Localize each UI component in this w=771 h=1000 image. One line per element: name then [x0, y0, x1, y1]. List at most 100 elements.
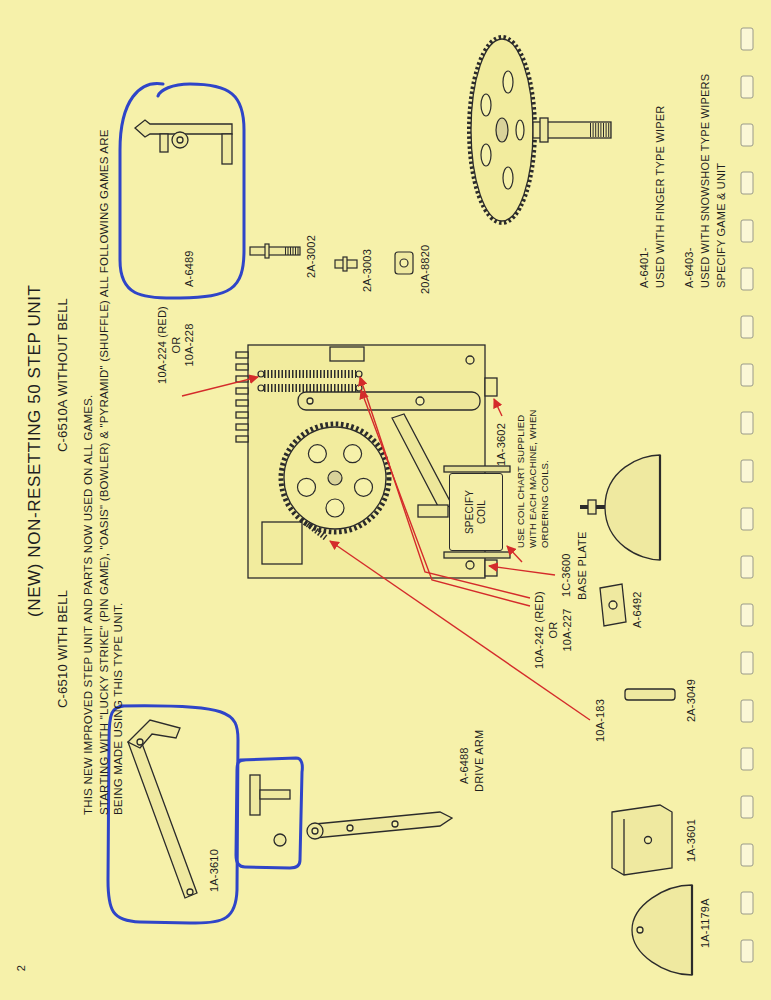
note-text: THIS NEW IMPROVED STEP UNIT AND PARTS NO…	[81, 395, 95, 815]
hand-drawn-mark	[108, 706, 238, 923]
note-text: OR	[547, 622, 561, 639]
node-text-stack: SPECIFY COIL	[464, 481, 488, 543]
binder-tab	[741, 172, 753, 194]
lever	[177, 137, 183, 143]
stud	[250, 244, 413, 274]
coil-body: SPECIFY COIL	[449, 473, 503, 551]
bell	[605, 455, 660, 560]
base-plate	[466, 356, 474, 364]
base-plate	[485, 378, 497, 396]
lever	[128, 738, 197, 898]
angle-bracket	[623, 819, 624, 875]
drive-arm	[250, 775, 452, 846]
part-name: DRIVE ARM	[473, 730, 487, 792]
binder-tab	[741, 268, 753, 290]
spring	[264, 384, 356, 392]
ratchet-gear	[281, 424, 389, 532]
stud	[395, 252, 413, 274]
base-plate	[236, 424, 248, 430]
pin	[625, 689, 675, 700]
step-lever	[298, 392, 480, 410]
page-number: 2	[15, 965, 29, 971]
angle-bracket	[612, 805, 672, 875]
model-number: C-6510 WITH BELL	[55, 590, 71, 708]
binder-tab	[741, 940, 753, 962]
binder-tab	[741, 556, 753, 578]
bell	[632, 885, 692, 975]
wiper-gear	[590, 123, 611, 137]
part-number: 2A-3003	[361, 249, 375, 292]
part-number: A-6492	[631, 591, 645, 628]
leader-line	[489, 566, 555, 575]
binder-tab	[741, 76, 753, 98]
page-title: (NEW) NON-RESETTING 50 STEP UNIT	[24, 285, 45, 617]
bracket	[600, 584, 626, 626]
bell	[637, 927, 643, 933]
part-number: 10A-224 (RED)	[156, 306, 170, 384]
step-lever	[307, 398, 313, 404]
drive-arm	[250, 775, 260, 815]
binder-tab	[741, 316, 753, 338]
wiper-gear	[503, 167, 513, 189]
part-number: 10A-227	[561, 609, 575, 652]
part-number: A-6401-	[638, 247, 652, 288]
part-name: BASE PLATE	[576, 532, 590, 600]
part-number: A-6403-	[683, 247, 697, 288]
binder-tab	[741, 604, 753, 626]
pin	[625, 689, 675, 700]
wiper-gear	[481, 144, 491, 166]
ratchet-gear	[281, 424, 389, 532]
part-number: 1A-3601	[685, 819, 699, 862]
part-number: 2A-3049	[685, 679, 699, 722]
step-lever	[418, 505, 448, 517]
leader-line	[182, 377, 258, 396]
stud	[343, 257, 347, 271]
leader-line	[361, 390, 530, 606]
part-number: A-6488	[458, 747, 472, 784]
stud	[285, 247, 300, 255]
binder-tab	[741, 796, 753, 818]
ratchet-gear	[298, 478, 316, 496]
stud	[250, 247, 300, 255]
stud	[265, 244, 269, 258]
ratchet-gear	[328, 471, 342, 485]
spring	[258, 385, 264, 391]
stud	[400, 259, 408, 267]
binder-tab	[741, 748, 753, 770]
binder-tab	[741, 124, 753, 146]
part-number: A-6489	[183, 250, 197, 287]
part-number: 20A-8820	[419, 245, 433, 294]
base-plate	[236, 400, 248, 406]
bell	[691, 885, 693, 975]
coil-frame	[444, 466, 510, 472]
binder-tab	[741, 700, 753, 722]
part-number: 1A-1179A	[699, 898, 713, 948]
base-plate	[236, 352, 248, 358]
leader-line	[494, 399, 502, 416]
leader-line	[330, 541, 590, 720]
binder-tab	[741, 220, 753, 242]
part-number: 10A-242 (RED)	[533, 591, 547, 669]
hand-drawn-mark	[120, 84, 244, 299]
bell	[588, 500, 596, 514]
coil-frame	[444, 552, 510, 558]
binder-tab	[741, 28, 753, 962]
step-lever	[416, 397, 424, 405]
drive-arm	[347, 825, 353, 831]
part-number: 1C-3600	[560, 553, 574, 597]
lever	[187, 889, 193, 895]
base-plate	[330, 347, 364, 361]
lever	[172, 132, 188, 148]
spring	[264, 370, 356, 378]
base-plate	[236, 436, 248, 442]
model-number: C-6510A WITHOUT BELL	[55, 298, 71, 452]
part-number: 2A-3002	[305, 235, 319, 278]
note-text: USED WITH FINGER TYPE WIPER	[654, 106, 668, 288]
lever	[135, 120, 232, 164]
lever	[160, 134, 168, 152]
ratchet-gear	[355, 478, 373, 496]
coil-frame	[444, 466, 510, 558]
hand-drawn-mark	[236, 758, 302, 868]
ratchet-gear	[284, 427, 386, 529]
binder-tab	[741, 892, 753, 914]
